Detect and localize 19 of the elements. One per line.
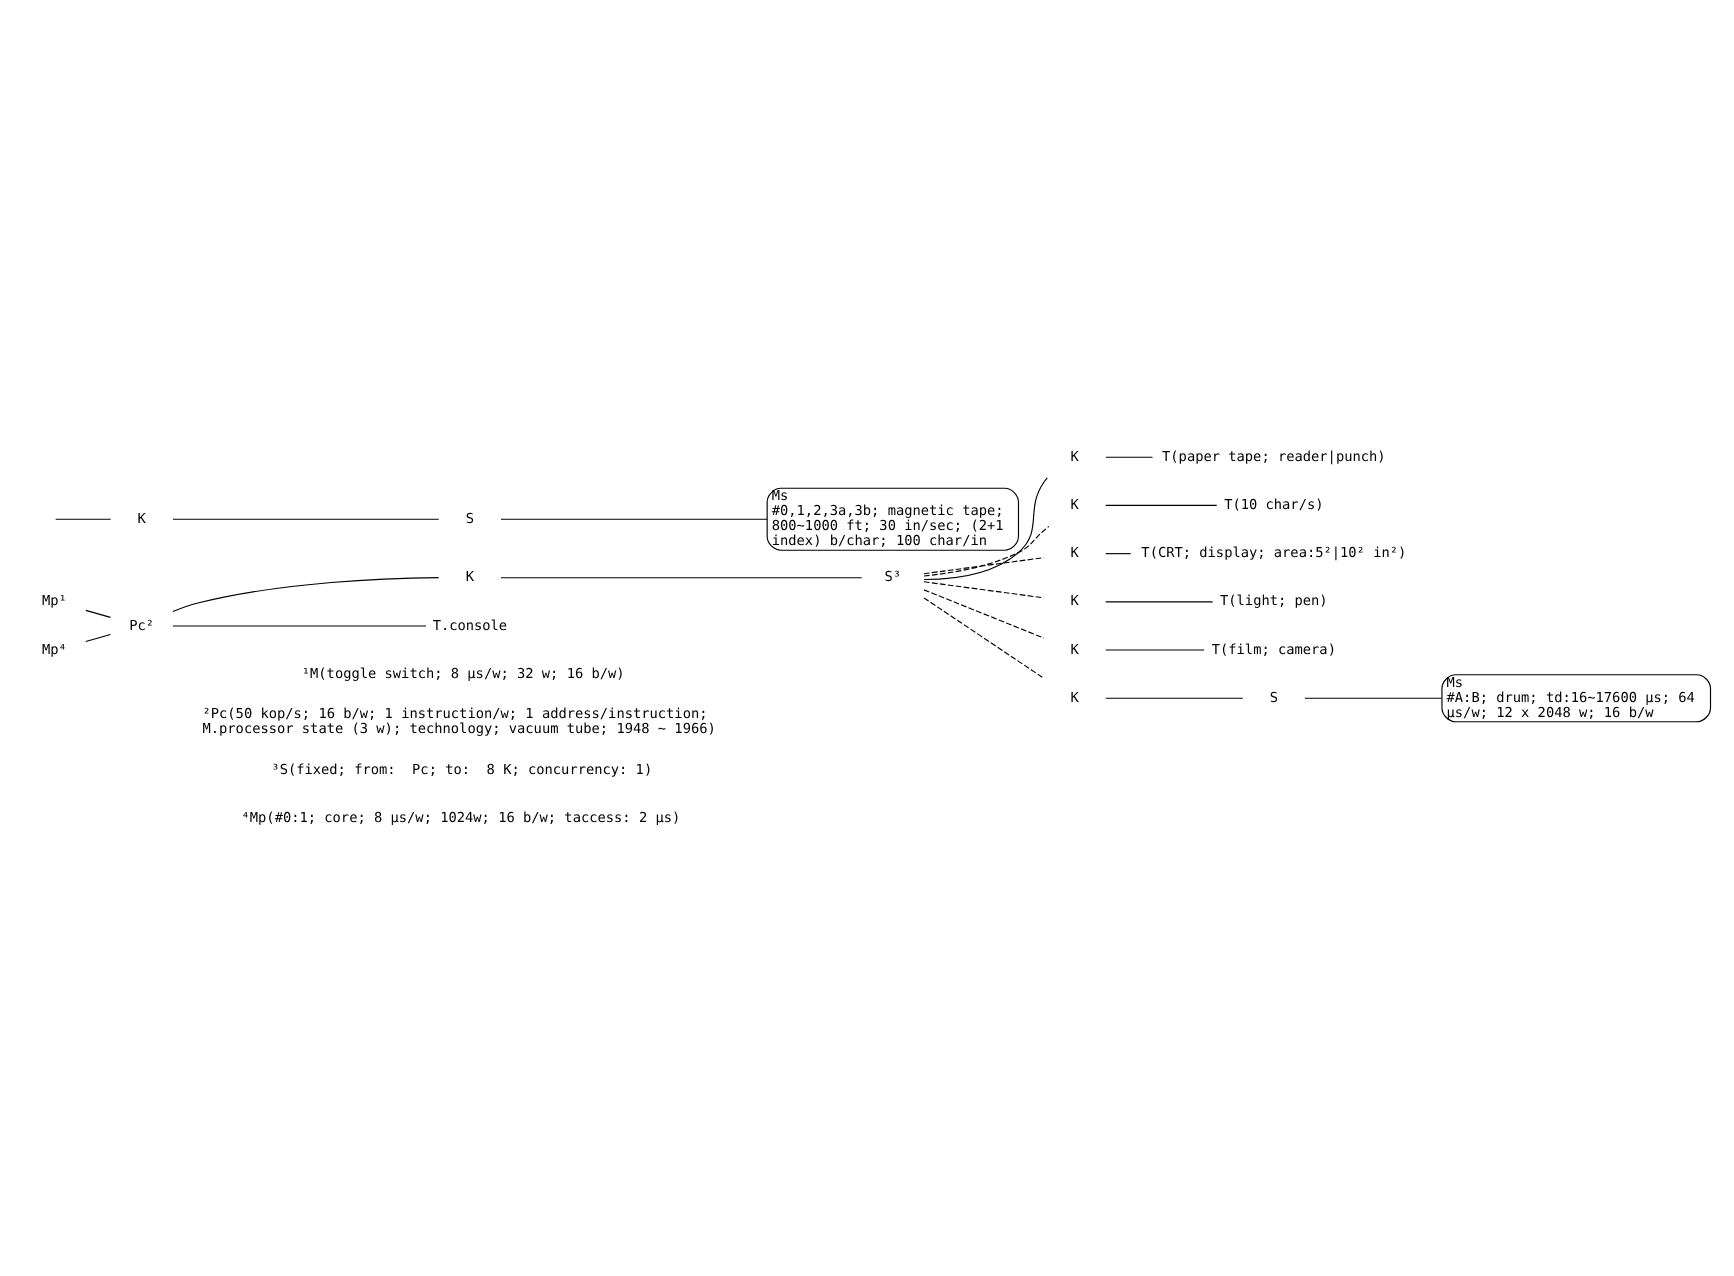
connector (1105, 601, 1214, 603)
connector (172, 577, 440, 613)
connector (500, 518, 768, 520)
connector (923, 477, 1048, 581)
connector (923, 581, 1045, 599)
connector (85, 633, 112, 643)
connector (923, 597, 1045, 679)
connector (55, 518, 112, 520)
connector (923, 589, 1045, 639)
connector (1105, 553, 1132, 555)
connector (1105, 504, 1218, 507)
connector (923, 525, 1050, 577)
connector (1105, 697, 1244, 699)
connector (923, 557, 1045, 575)
connector (1105, 456, 1154, 458)
connector (1304, 697, 1443, 699)
connector (500, 577, 863, 579)
connector (85, 609, 112, 618)
connector (172, 518, 440, 520)
